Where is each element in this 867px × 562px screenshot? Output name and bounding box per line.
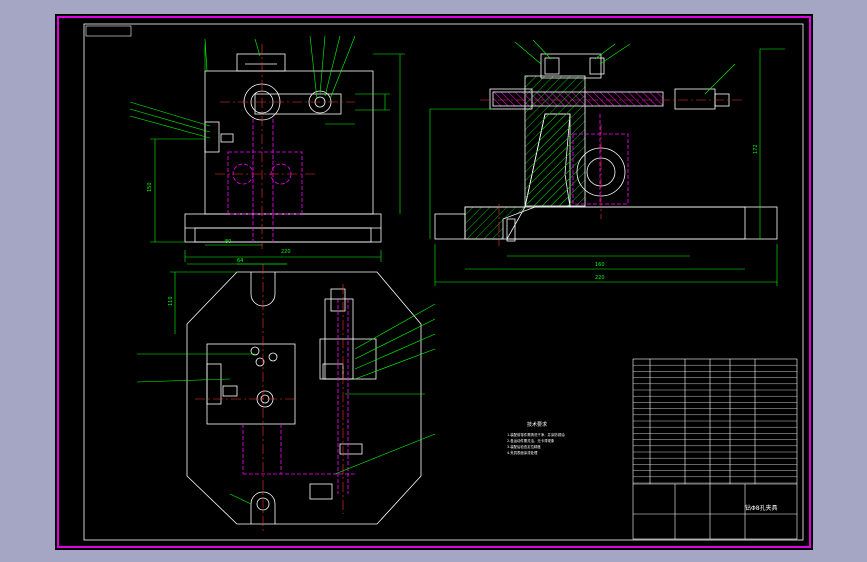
title-block: [632, 358, 798, 540]
sheet-frame: [57, 16, 811, 548]
plan-view-dimensions: [136, 263, 436, 505]
drawing-sheet: 220 80 150: [55, 14, 813, 550]
front-view: [184, 44, 382, 249]
technical-notes: 技术要求 1.装配前零件需清洗干净，并涂防锈油 2.各运动件需灵活，无卡滞现象 …: [507, 421, 565, 455]
plan-left-dim: 110: [168, 296, 174, 306]
note-line-3: 3.装配后检查定位精度: [507, 444, 541, 449]
note-line-4: 4.夹具表面涂漆处理: [507, 450, 538, 455]
side-width-dim: 220: [595, 275, 605, 281]
note-line-2: 2.各运动件需灵活，无卡滞现象: [507, 438, 555, 443]
side-view: [434, 53, 778, 246]
plan-top-dim: 64: [237, 258, 243, 264]
note-line-1: 1.装配前零件需清洗干净，并涂防锈油: [507, 432, 565, 437]
side-view-dimensions: [429, 39, 785, 286]
plan-view: [186, 264, 422, 534]
side-inner-dim: 160: [595, 262, 605, 268]
front-view-dimensions: [129, 35, 405, 262]
parts-list-rows: [633, 365, 797, 484]
notes-heading: 技术要求: [527, 421, 547, 428]
front-base-dim: 80: [225, 239, 231, 245]
drawing-canvas: 220 80 150: [57, 16, 811, 548]
title-block-title: 钻Φ8孔夹具: [745, 504, 778, 512]
side-height-dim: 172: [753, 144, 759, 154]
front-height-dim: 150: [147, 182, 153, 192]
front-width-dim: 220: [281, 249, 291, 255]
